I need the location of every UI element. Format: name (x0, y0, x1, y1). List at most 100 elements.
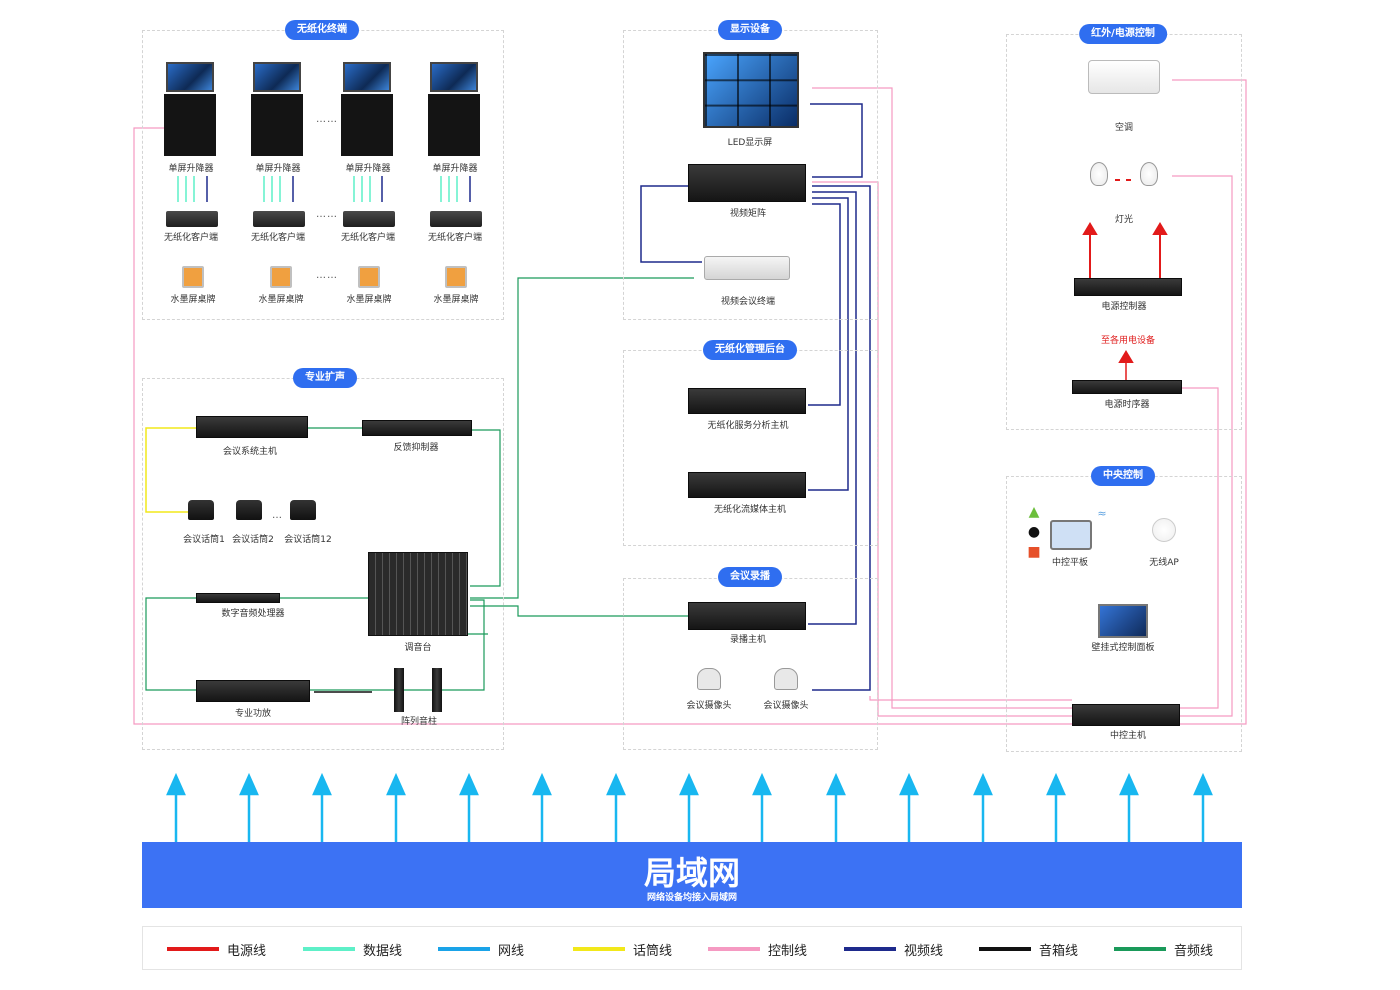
group-title-display: 显示设备 (718, 20, 782, 40)
legend-swatch (979, 947, 1031, 951)
legend-swatch (844, 947, 896, 951)
mic-ellipsis: … (272, 510, 283, 521)
led-label: LED显示屏 (727, 138, 773, 148)
legend-label: 数据线 (363, 943, 403, 959)
dsp-icon (196, 593, 280, 603)
mic-icon (290, 500, 316, 520)
ellipsis: …… (316, 114, 338, 125)
legend-label: 控制线 (768, 943, 808, 959)
paperless-client-icon (430, 211, 482, 227)
mic1-label: 会议话筒1 (183, 535, 225, 545)
legend-label: 网线 (498, 943, 525, 959)
ac-label: 空调 (1114, 123, 1134, 133)
legend: 电源线 数据线 网线 话筒线 控制线 视频线 音箱线 音频线 (142, 926, 1242, 970)
data-lines (177, 176, 458, 202)
lifter-body-icon (428, 94, 480, 156)
legend-label: 电源线 (227, 943, 267, 959)
apple-icon: ● (1027, 524, 1041, 540)
lan-subtitle: 网络设备均接入局域网 (646, 893, 737, 903)
legend-item-power: 电源线 (167, 927, 266, 971)
legend-swatch (708, 947, 760, 951)
client-label: 无纸化客户端 (163, 233, 219, 243)
column-speaker-icon (432, 668, 442, 712)
lifter-body-icon (251, 94, 303, 156)
air-conditioner-icon (1088, 60, 1160, 94)
lifter-label: 单屏升降器 (345, 164, 391, 174)
ap-label: 无线AP (1149, 558, 1179, 568)
vc-terminal-icon (704, 256, 790, 280)
conf-host-label: 会议系统主机 (222, 447, 278, 457)
lifter-body-icon (341, 94, 393, 156)
legend-item-speaker: 音箱线 (979, 927, 1078, 971)
mic-icon (236, 500, 262, 520)
analysis-label: 无纸化服务分析主机 (707, 421, 789, 431)
camera-label: 会议摄像头 (686, 701, 732, 711)
camera-icon (697, 668, 721, 690)
lifter-label: 单屏升降器 (432, 164, 478, 174)
rec-host-label: 录播主机 (729, 635, 767, 645)
dsp-label: 数字音频处理器 (221, 609, 285, 619)
power-lines (1082, 179, 1168, 386)
legend-label: 话筒线 (633, 943, 673, 959)
power-controller-icon (1074, 278, 1182, 296)
group-title-recording: 会议录播 (718, 567, 782, 587)
to-devices-label: 至各用电设备 (1100, 336, 1156, 346)
plate-label: 水墨屏桌牌 (433, 295, 479, 305)
lifter-screen-icon (166, 62, 214, 92)
group-title-ir-power: 红外/电源控制 (1079, 24, 1167, 44)
led-wall-icon (703, 52, 799, 128)
lan-title: 局域网 (643, 854, 740, 892)
wireless-ap-icon (1152, 518, 1176, 542)
streaming-server-icon (688, 472, 806, 498)
paperless-client-icon (166, 211, 218, 227)
lan-bar: 局域网 网络设备均接入局域网 (142, 842, 1242, 908)
legend-item-data: 数据线 (303, 927, 402, 971)
legend-swatch (573, 947, 625, 951)
legend-item-network: 网线 (438, 927, 524, 971)
lifter-screen-icon (343, 62, 391, 92)
legend-swatch (167, 947, 219, 951)
video-matrix-icon (688, 164, 806, 202)
legend-label: 视频线 (904, 943, 944, 959)
plate-label: 水墨屏桌牌 (258, 295, 304, 305)
client-label: 无纸化客户端 (250, 233, 306, 243)
light-label: 灯光 (1114, 215, 1134, 225)
bulb-icon (1140, 162, 1158, 186)
legend-item-mic: 话筒线 (573, 927, 672, 971)
legend-swatch (438, 947, 490, 951)
lifter-label: 单屏升降器 (168, 164, 214, 174)
control-lines (133, 79, 1247, 725)
conference-host-icon (196, 416, 308, 438)
group-paperless-backend (623, 350, 878, 546)
power-ctrl-label: 电源控制器 (1101, 302, 1147, 312)
central-host-icon (1072, 704, 1180, 726)
ellipsis: …… (316, 270, 338, 281)
column-speaker-icon (394, 668, 404, 712)
eink-plate-icon (445, 266, 467, 288)
lifter-label: 单屏升降器 (255, 164, 301, 174)
legend-swatch (303, 947, 355, 951)
eink-plate-icon (270, 266, 292, 288)
ellipsis: …… (316, 209, 338, 220)
plate-label: 水墨屏桌牌 (170, 295, 216, 305)
matrix-label: 视频矩阵 (729, 209, 767, 219)
client-label: 无纸化客户端 (340, 233, 396, 243)
group-title-paperless-backend: 无纸化管理后台 (703, 340, 797, 360)
wifi-icon: ≈ (1097, 507, 1107, 520)
control-tablet-icon (1050, 520, 1092, 550)
paperless-client-icon (343, 211, 395, 227)
mixer-icon (368, 552, 468, 636)
tablet-label: 中控平板 (1051, 558, 1089, 568)
bulb-icon (1090, 162, 1108, 186)
lifter-screen-icon (253, 62, 301, 92)
paperless-client-icon (253, 211, 305, 227)
feedback-suppressor-icon (362, 420, 472, 436)
legend-label: 音箱线 (1039, 943, 1079, 959)
client-label: 无纸化客户端 (427, 233, 483, 243)
mic-lines (145, 427, 196, 513)
mic2-label: 会议话筒2 (232, 535, 274, 545)
analysis-server-icon (688, 388, 806, 414)
vc-terminal-label: 视频会议终端 (720, 297, 776, 307)
video-lines (206, 103, 871, 691)
group-title-pro-audio: 专业扩声 (293, 368, 357, 388)
